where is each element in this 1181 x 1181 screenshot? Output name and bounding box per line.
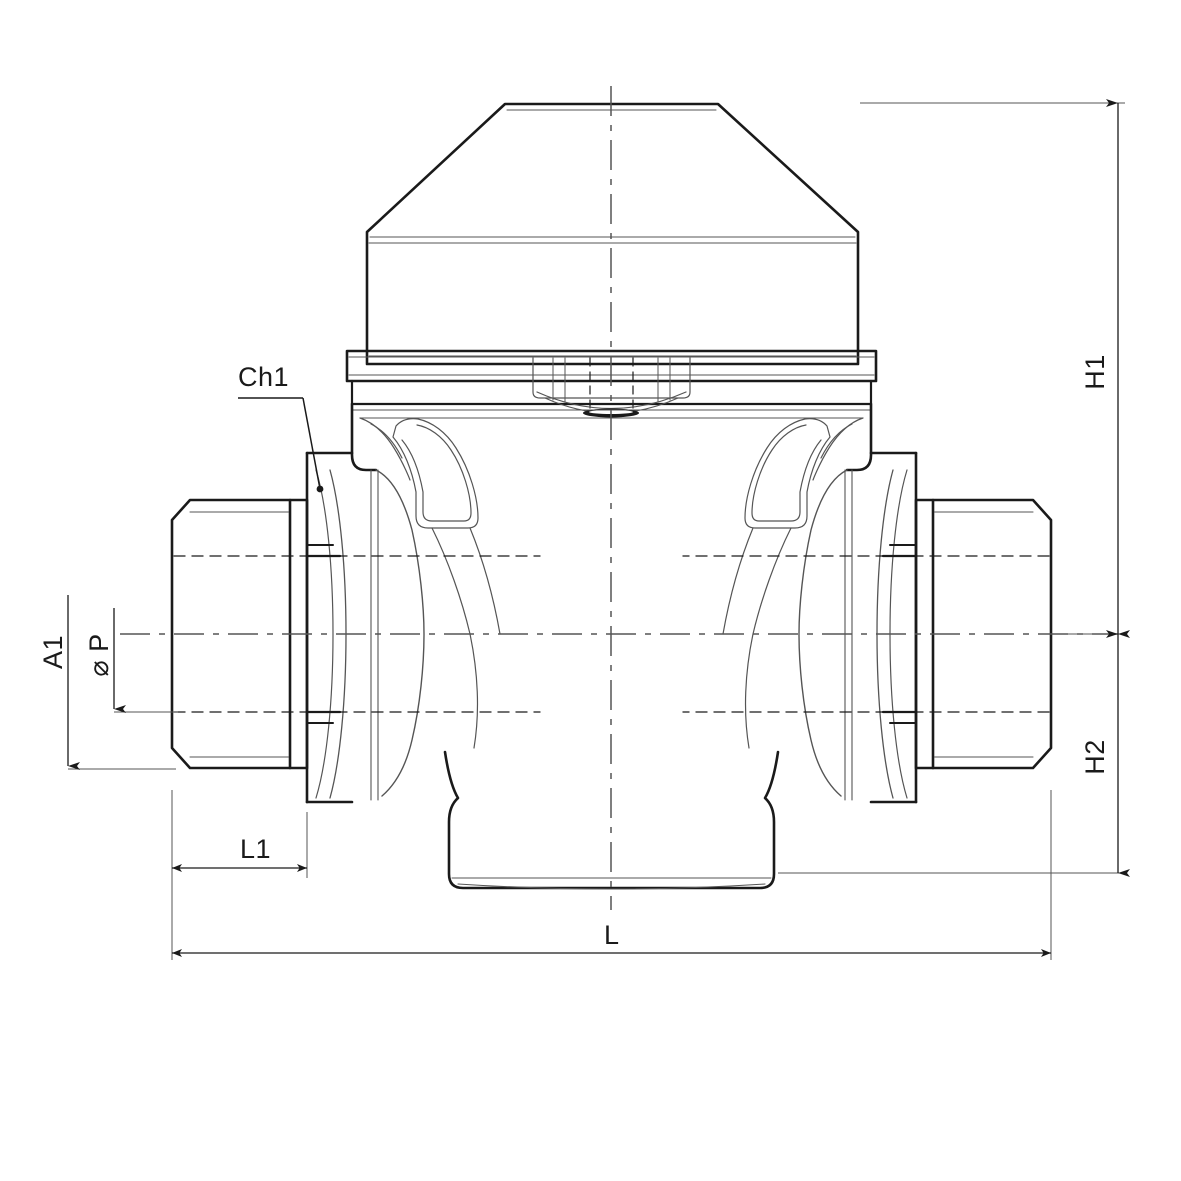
label-h2: H2 — [1080, 739, 1110, 775]
centre-lines — [120, 86, 1118, 910]
body-internal-ribs-left — [359, 417, 501, 749]
valve-body-geometry — [170, 102, 1053, 890]
label-l: L — [604, 920, 620, 950]
dimension-labels: Ch1 A1 ⌀ P H1 H2 L1 L — [38, 354, 1110, 950]
body-internal-ribs-right — [722, 417, 864, 749]
leader-line-ch1 — [302, 397, 321, 490]
label-phi-p-group: ⌀ P — [84, 633, 114, 676]
label-phi-p-text: ⌀ P — [84, 633, 114, 676]
right-boss — [844, 451, 918, 804]
label-a1: A1 — [38, 635, 68, 669]
dimension-lines — [67, 99, 1130, 960]
label-l1: L1 — [240, 834, 271, 864]
left-boss — [305, 451, 379, 804]
label-ch1: Ch1 — [238, 362, 289, 392]
main-body-outline — [350, 402, 873, 890]
leader-dot-ch1 — [316, 485, 324, 493]
top-cap — [365, 102, 860, 366]
hidden-thread-lines — [173, 555, 1050, 713]
label-h1: H1 — [1080, 354, 1110, 390]
